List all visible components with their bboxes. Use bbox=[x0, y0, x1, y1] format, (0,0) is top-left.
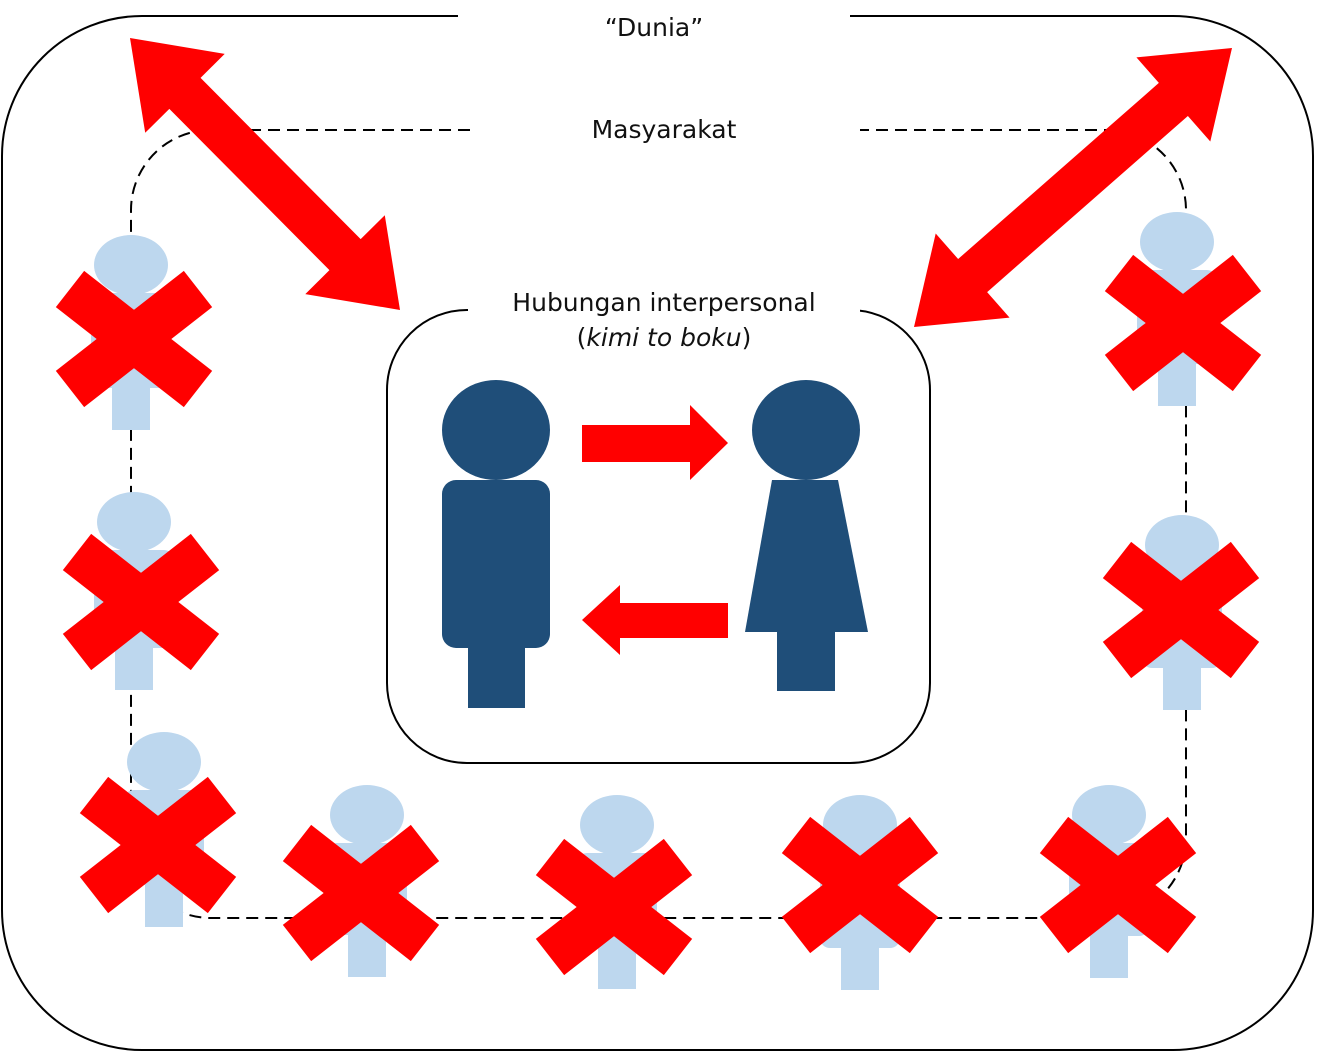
crossed-out-person bbox=[1039, 785, 1197, 978]
kimi-to-boku-label: (kimi to boku) bbox=[577, 323, 752, 352]
cross-icon bbox=[781, 816, 939, 954]
cross-icon bbox=[79, 776, 237, 914]
cross-icon bbox=[1104, 254, 1262, 392]
crossed-out-person bbox=[781, 795, 939, 990]
double-arrow-right-icon bbox=[914, 48, 1232, 328]
cross-icon bbox=[1102, 541, 1260, 679]
society-label: Masyarakat bbox=[592, 115, 737, 144]
crossed-out-person bbox=[1104, 212, 1262, 406]
arrow-right-icon bbox=[582, 405, 728, 480]
crossed-out-person bbox=[62, 492, 220, 690]
cross-icon bbox=[535, 838, 693, 976]
person-woman-icon bbox=[745, 380, 868, 691]
crossed-out-person bbox=[1102, 515, 1260, 710]
cross-icon bbox=[282, 824, 440, 962]
crossed-out-person bbox=[282, 785, 440, 977]
world-label: “Dunia” bbox=[605, 13, 703, 42]
double-arrow-left-icon bbox=[130, 38, 401, 310]
crossed-out-person bbox=[79, 732, 237, 927]
cross-icon bbox=[1039, 816, 1197, 954]
cross-icon bbox=[62, 533, 220, 671]
interpersonal-label: Hubungan interpersonal bbox=[512, 288, 815, 317]
arrow-left-icon bbox=[582, 585, 728, 655]
cross-icon bbox=[55, 270, 213, 408]
crossed-out-person bbox=[55, 235, 213, 430]
crossed-out-person bbox=[535, 795, 693, 989]
person-man-icon bbox=[442, 380, 550, 708]
